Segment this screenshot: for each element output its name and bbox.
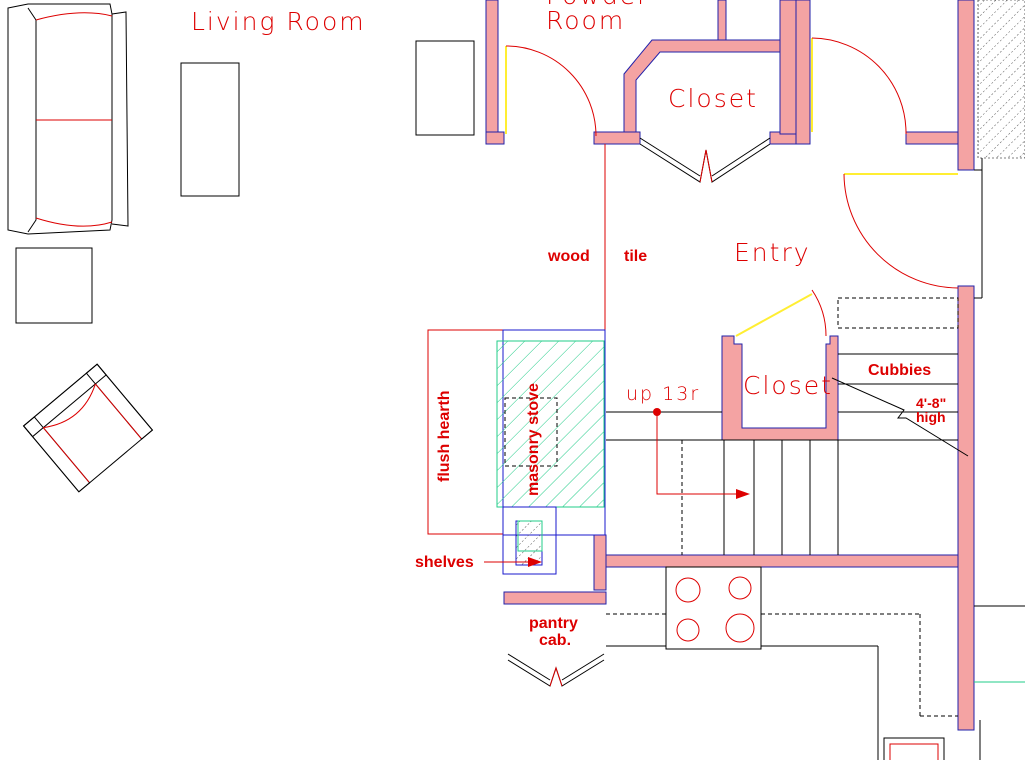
shelves-label: shelves <box>415 554 474 571</box>
pantry-label-line1: pantry <box>529 615 578 632</box>
living-room-label: Living Room <box>191 7 366 36</box>
front-door <box>843 173 959 289</box>
armchair <box>22 363 154 493</box>
entry-label: Entry <box>734 238 811 267</box>
cubby-height-line2: high <box>916 409 946 425</box>
walls <box>485 0 975 731</box>
lower-closet-door <box>735 289 827 337</box>
side-cabinet <box>415 40 475 136</box>
kitchen <box>606 158 1025 760</box>
cubbies-label: Cubbies <box>868 362 931 379</box>
closet-bifold-door <box>639 137 771 183</box>
powder-room-door <box>505 45 597 137</box>
pantry-label-line2: cab. <box>539 632 571 649</box>
cubby-height-line1: 4'-8" <box>916 395 946 411</box>
masonry-stove-label: masonry stove <box>525 383 542 496</box>
powder-room-label-line2: Room <box>546 6 625 35</box>
coffee-table <box>180 62 240 197</box>
wood-label: wood <box>547 248 590 265</box>
hearth-area <box>427 329 606 575</box>
stairs <box>606 408 958 555</box>
powder-room-label-line1: Powder <box>546 0 649 10</box>
tile-label: tile <box>624 248 647 265</box>
exterior-hatch <box>977 0 1025 159</box>
end-table <box>15 247 93 324</box>
sofa <box>7 3 129 235</box>
up-stairs-label: up 13r <box>626 383 700 405</box>
pantry-door <box>507 653 605 687</box>
closet-lower-label: Closet <box>743 371 833 400</box>
flush-hearth-label: flush hearth <box>436 390 453 482</box>
closet-upper-label: Closet <box>668 84 758 113</box>
entry-side-door <box>811 37 907 135</box>
